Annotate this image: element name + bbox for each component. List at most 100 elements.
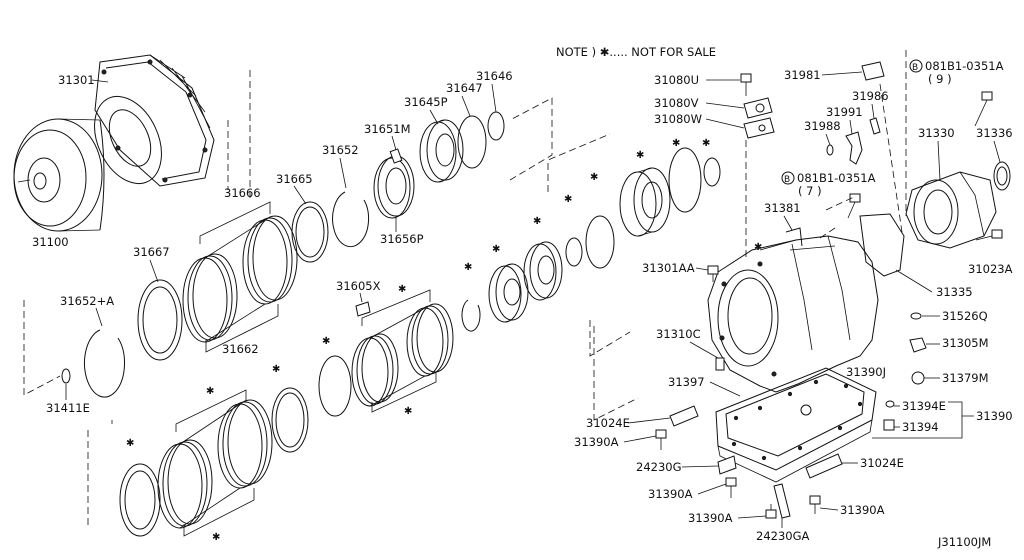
svg-text:✱: ✱ [404, 406, 412, 417]
label-31645p: 31645P [404, 95, 448, 109]
clutch-pack-upper [182, 201, 298, 353]
bracket-31024e-right [805, 453, 843, 479]
label-081b1-9: 081B1-0351A [925, 59, 1004, 73]
bolt-081b1-9 [974, 91, 993, 127]
svg-text:✱: ✱ [322, 336, 330, 347]
snap-ring-middle [461, 299, 481, 332]
label-31080v: 31080V [654, 96, 699, 110]
piston-31656p [373, 155, 415, 219]
label-31394: 31394 [902, 420, 939, 434]
bolt-31023a [975, 229, 1003, 241]
svg-text:✱: ✱ [126, 438, 134, 449]
oil-pan [715, 367, 877, 483]
ring-31665 [291, 201, 329, 263]
spring-31651m [389, 148, 403, 164]
label-31991: 31991 [826, 105, 863, 119]
label-31647: 31647 [446, 81, 483, 95]
bolt-31390a-4 [809, 495, 821, 514]
torque-converter [13, 118, 105, 232]
label-31390: 31390 [976, 409, 1013, 423]
large-seal-ring [668, 147, 702, 213]
clutch-pack-middle [318, 289, 454, 417]
svg-text:✱: ✱ [636, 150, 644, 161]
seal-ring-mid [585, 215, 615, 269]
bracket-31991 [845, 131, 863, 165]
label-31080u: 31080U [654, 73, 699, 87]
bearing [523, 241, 563, 301]
label-31397: 31397 [668, 375, 705, 389]
transmission-case [707, 235, 879, 393]
clip-31981 [861, 61, 885, 81]
label-31390a-2: 31390A [648, 487, 693, 501]
pin-31986 [869, 117, 881, 135]
planetary-gear [488, 263, 529, 323]
label-31988: 31988 [804, 119, 841, 133]
ring-31667 [137, 279, 183, 361]
svg-text:✱: ✱ [672, 138, 680, 149]
gasket-31080w [743, 117, 775, 139]
small-seal-ring [703, 157, 721, 187]
label-24230ga: 24230GA [756, 529, 809, 543]
label-31666: 31666 [224, 186, 261, 200]
label-081b1-7: 081B1-0351A [797, 171, 876, 185]
label-31665: 31665 [276, 172, 313, 186]
svg-text:✱: ✱ [464, 262, 472, 273]
label-31390a-3: 31390A [688, 511, 733, 525]
svg-text:✱: ✱ [398, 284, 406, 295]
label-31301: 31301 [58, 73, 95, 87]
label-31024e-left: 31024E [586, 416, 630, 430]
bolt-081b1-7 [847, 193, 861, 219]
svg-text:✱: ✱ [590, 172, 598, 183]
label-31411e: 31411E [46, 401, 90, 415]
label-31986: 31986 [852, 89, 889, 103]
svg-text:✱: ✱ [212, 532, 220, 543]
oil-seal-31336 [993, 161, 1011, 191]
drum-gear [619, 167, 671, 237]
clip-24230g [717, 455, 737, 475]
label-31651m: 31651M [364, 122, 411, 136]
gasket-31335 [859, 213, 905, 277]
circled-b-icon-2 [781, 171, 795, 185]
seal-31647 [457, 115, 487, 169]
valve-31080v [743, 97, 773, 119]
label-31652: 31652 [322, 143, 359, 157]
label-31381: 31381 [764, 201, 801, 215]
snap-ring-31652a [84, 329, 126, 398]
svg-text:✱: ✱ [272, 364, 280, 375]
o-ring-31988 [826, 144, 834, 156]
label-31379m: 31379M [942, 371, 989, 385]
retainer-31645p [419, 119, 464, 183]
clutch-pack-lower [119, 387, 309, 537]
rear-extension [905, 171, 997, 249]
label-081b1-7-qty: ( 7 ) [798, 184, 822, 198]
svg-text:✱: ✱ [533, 216, 541, 227]
note-text: NOTE ) ✱..... NOT FOR SALE [556, 45, 716, 59]
thrust-washer [565, 237, 583, 267]
label-31605x: 31605X [336, 279, 381, 293]
label-31394e: 31394E [902, 399, 946, 413]
svg-text:✱: ✱ [206, 386, 214, 397]
clip-24230ga [773, 483, 791, 519]
plug-31394 [883, 400, 895, 431]
label-31080w: 31080W [654, 112, 702, 126]
snap-ring-31652 [332, 191, 370, 248]
seal-31646 [487, 111, 505, 141]
label-081b1-9-qty: ( 9 ) [928, 72, 952, 86]
svg-text:✱: ✱ [702, 138, 710, 149]
label-31100: 31100 [32, 235, 69, 249]
key-31605x [355, 301, 371, 317]
label-31526q: 31526Q [942, 309, 988, 323]
label-31301aa: 31301AA [642, 261, 695, 275]
label-31662: 31662 [222, 342, 259, 356]
circled-b-icon [909, 59, 923, 73]
svg-text:B: B [784, 175, 790, 185]
seal-31411e [61, 368, 71, 384]
label-24230g: 24230G [636, 460, 682, 474]
nut-31305m [909, 337, 927, 353]
label-31336: 31336 [976, 126, 1013, 140]
plug-31379m [911, 371, 925, 385]
not-for-sale-markers: ✱ ✱ ✱ ✱ ✱ ✱ ✱ ✱ ✱ ✱ ✱ ✱ ✱ ✱ ✱ ✱ [126, 138, 762, 543]
plug-31310c [715, 357, 725, 371]
label-31390a-1: 31390A [574, 435, 619, 449]
